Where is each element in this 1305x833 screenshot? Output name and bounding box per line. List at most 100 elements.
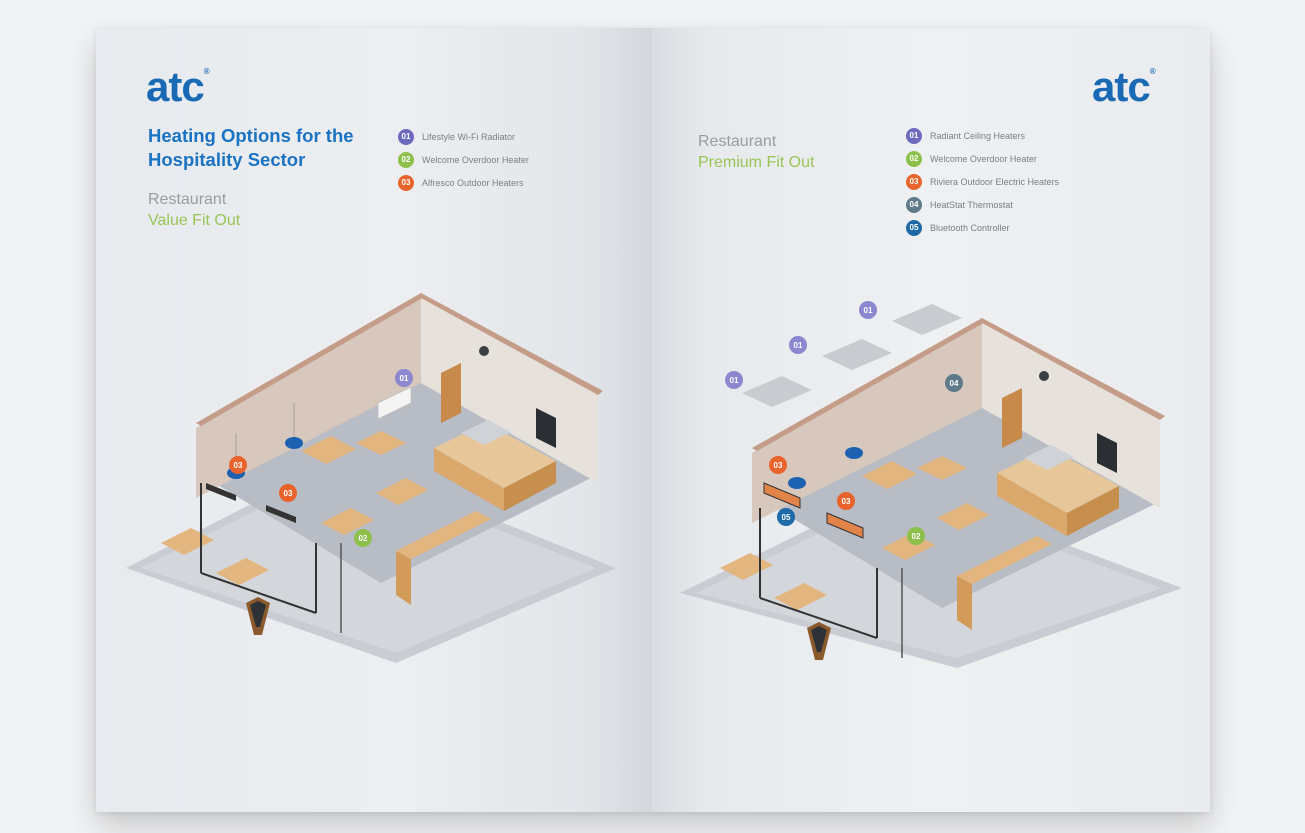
atc-logo: atc® xyxy=(1092,63,1156,110)
outdoor-table xyxy=(774,583,827,610)
restaurant-illustration-premium: 01 01 01 04 03 03 xyxy=(680,301,1182,668)
ceiling-heater-panel xyxy=(822,339,892,370)
pin-03: 03 xyxy=(769,456,787,474)
legend-item: 02 Welcome Overdoor Heater xyxy=(906,147,1059,170)
outdoor-heater xyxy=(266,505,296,523)
bar-leg xyxy=(396,551,411,605)
table xyxy=(917,456,967,480)
counter-front xyxy=(504,461,556,511)
table xyxy=(301,436,356,464)
legend-label: Welcome Overdoor Heater xyxy=(422,154,529,165)
ceiling-heater-panel xyxy=(742,376,812,407)
legend-label: Radiant Ceiling Heaters xyxy=(930,130,1026,141)
pin-04: 04 xyxy=(945,374,963,392)
pin-05: 05 xyxy=(777,508,795,526)
table xyxy=(862,461,917,489)
clock xyxy=(479,346,489,356)
table xyxy=(356,431,406,455)
riviera-heater xyxy=(763,482,801,509)
heating-legend: 01 Radiant Ceiling Heaters 02 Welcome Ov… xyxy=(906,124,1059,239)
counter-side xyxy=(997,473,1067,536)
logo-text: atc xyxy=(1092,63,1151,110)
menu-board xyxy=(1097,433,1117,473)
pin-01: 01 xyxy=(789,336,807,354)
pin-02: 02 xyxy=(354,529,372,547)
pin-label: 03 xyxy=(842,497,851,506)
number-badge: 05 xyxy=(906,219,922,236)
clock xyxy=(1039,371,1049,381)
pin-01: 01 xyxy=(859,301,877,319)
glass-frame xyxy=(759,597,878,639)
wall-top xyxy=(752,318,987,451)
coffee-machine xyxy=(1024,445,1074,470)
restaurant-illustration-value: 01 03 03 02 xyxy=(126,293,616,663)
pin-03: 03 xyxy=(229,456,247,474)
menu-board xyxy=(536,408,556,448)
pin-label: 04 xyxy=(950,379,959,388)
legend-item: 02 Welcome Overdoor Heater xyxy=(398,148,529,171)
number-badge: 01 xyxy=(906,127,922,144)
pin-label: 03 xyxy=(284,489,293,498)
back-wall-left xyxy=(196,298,421,498)
pendant-lamp xyxy=(788,477,806,489)
pin-label: 02 xyxy=(359,534,368,543)
pin-02: 02 xyxy=(907,527,925,545)
glass-frame xyxy=(200,572,317,614)
pin-label: 03 xyxy=(234,461,243,470)
wall-top xyxy=(196,293,426,426)
legend-label: HeatStat Thermostat xyxy=(930,199,1013,210)
legend-label: Welcome Overdoor Heater xyxy=(930,153,1037,164)
subtitle-restaurant: Restaurant xyxy=(148,191,227,208)
logo-registered-mark: ® xyxy=(1149,67,1156,76)
pin-label: 01 xyxy=(400,374,409,383)
counter-top xyxy=(997,448,1119,513)
legend-item: 04 HeatStat Thermostat xyxy=(906,193,1059,216)
bar-counter xyxy=(396,511,491,559)
pin-label: 01 xyxy=(730,376,739,385)
number-badge: 04 xyxy=(906,196,922,213)
bar-counter xyxy=(957,536,1052,584)
legend-item: 01 Lifestyle Wi-Fi Radiator xyxy=(398,125,529,148)
counter-top xyxy=(434,423,556,488)
page-title: Heating Options for the Hospitality Sect… xyxy=(148,125,354,170)
number-badge: 01 xyxy=(398,128,414,145)
logo-text: atc xyxy=(146,63,205,110)
atc-logo: atc® xyxy=(146,63,210,110)
wall-top xyxy=(421,293,603,395)
back-wall-left xyxy=(752,323,982,523)
door xyxy=(441,363,461,423)
pendant-lamp xyxy=(285,437,303,449)
door xyxy=(1002,388,1022,448)
legend-item: 03 Riviera Outdoor Electric Heaters xyxy=(906,170,1059,193)
pin-03: 03 xyxy=(837,492,855,510)
subtitle-restaurant: Restaurant xyxy=(698,133,777,150)
number-badge: 02 xyxy=(906,150,922,167)
coffee-machine xyxy=(461,420,511,445)
table xyxy=(376,478,428,505)
right-page: atc® Restaurant Premium Fit Out 01 Radia… xyxy=(652,28,1210,812)
logo-registered-mark: ® xyxy=(203,67,210,76)
bar-leg xyxy=(957,576,972,630)
pin-label: 05 xyxy=(782,513,791,522)
pendant-lamp xyxy=(845,447,863,459)
subtitle-fit-out: Value Fit Out xyxy=(148,212,241,229)
number-badge: 03 xyxy=(906,173,922,190)
pin-03: 03 xyxy=(279,484,297,502)
sign-board xyxy=(811,626,827,652)
pin-label: 01 xyxy=(864,306,873,315)
legend-label: Riviera Outdoor Electric Heaters xyxy=(930,176,1060,187)
table xyxy=(321,508,374,535)
number-badge: 02 xyxy=(398,151,414,168)
pin-01: 01 xyxy=(725,371,743,389)
legend-item: 01 Radiant Ceiling Heaters xyxy=(906,124,1059,147)
ceiling-heater-panel xyxy=(892,304,962,335)
pin-label: 02 xyxy=(912,532,921,541)
radiator xyxy=(377,386,412,420)
wall-top xyxy=(982,318,1165,420)
heating-legend: 01 Lifestyle Wi-Fi Radiator 02 Welcome O… xyxy=(398,125,529,194)
sign-board xyxy=(250,601,266,627)
pin-01: 01 xyxy=(395,369,413,387)
brochure-spread: atc® Heating Options for the Hospitality… xyxy=(96,28,1210,812)
left-page: atc® Heating Options for the Hospitality… xyxy=(96,28,652,812)
number-badge: 03 xyxy=(398,174,414,191)
